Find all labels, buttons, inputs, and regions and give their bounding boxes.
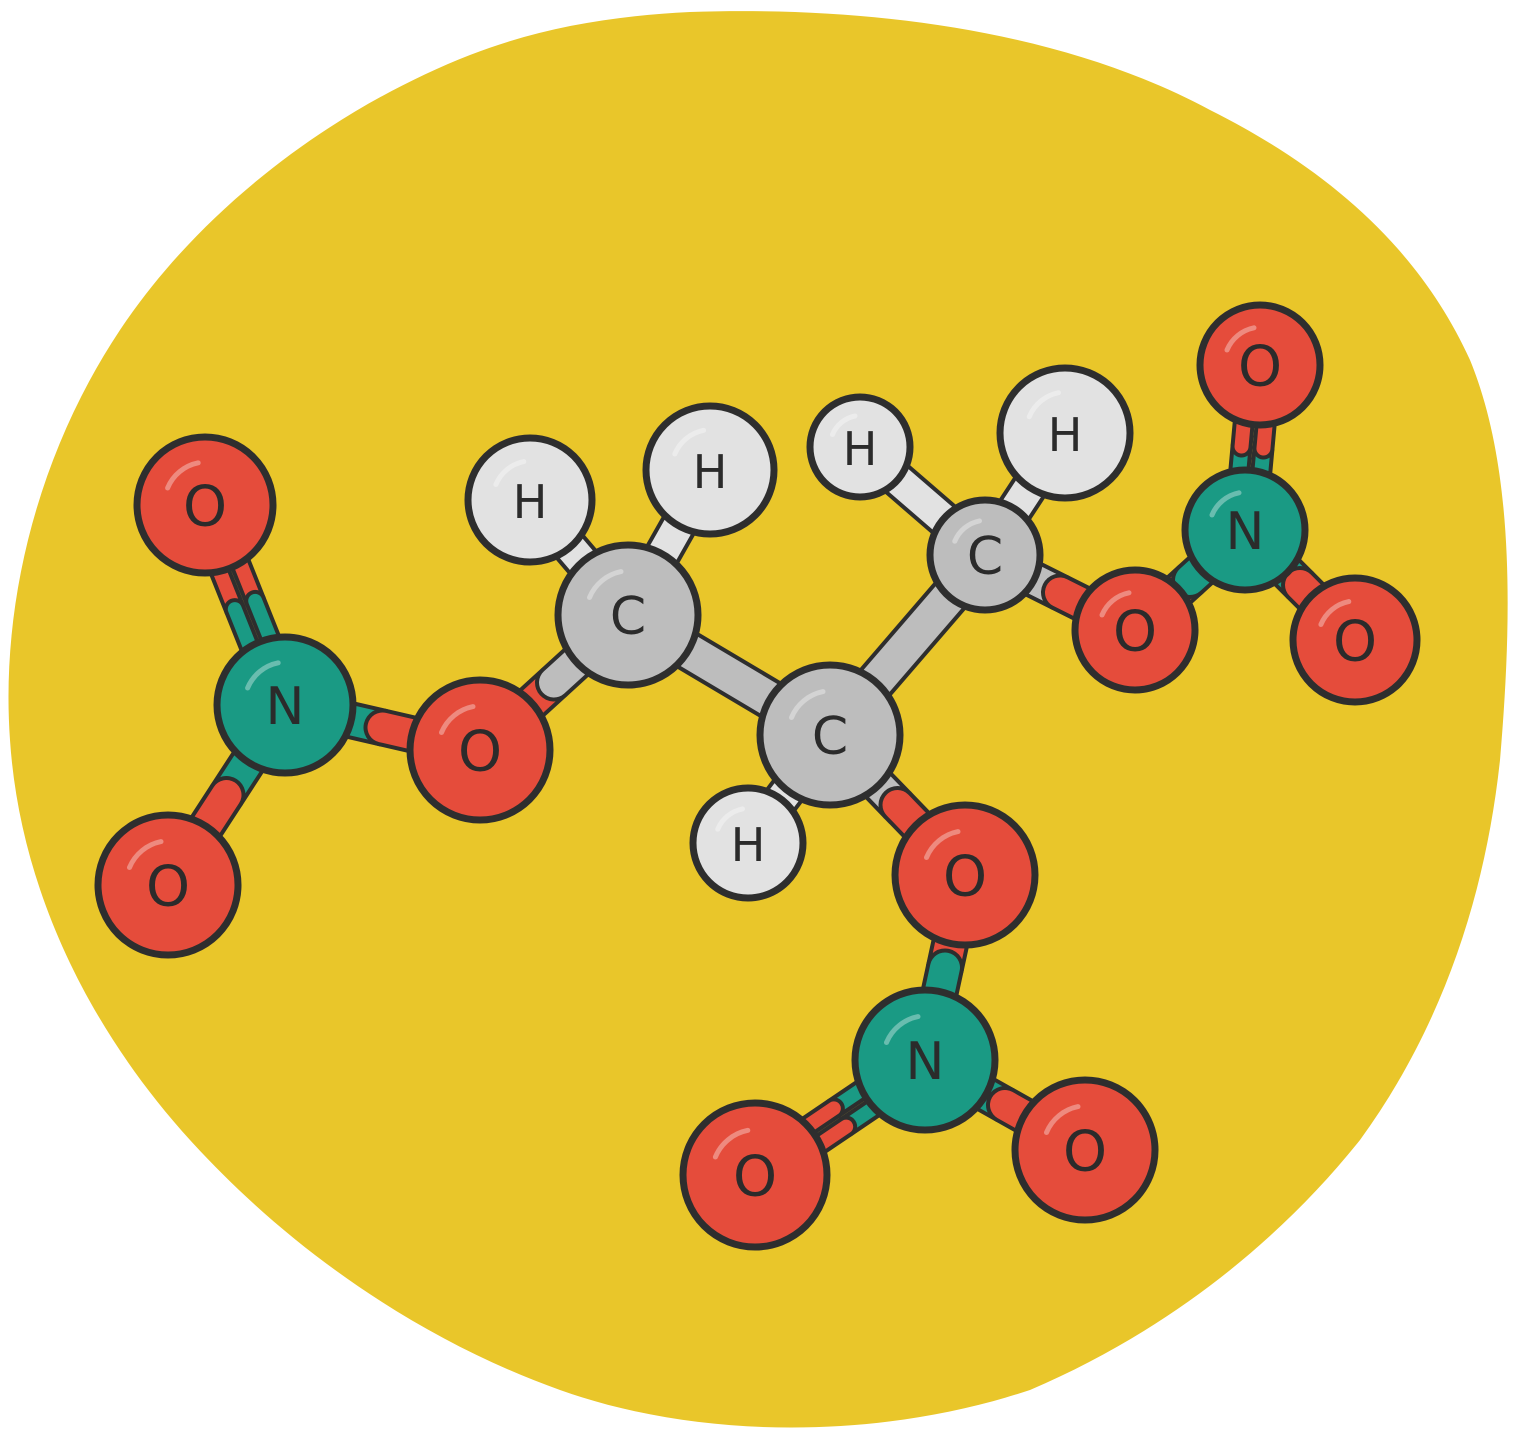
oxygen-atom-ball	[1011, 1076, 1159, 1224]
hydrogen-atom-label: H	[731, 818, 766, 872]
oxygen-atom: O	[1071, 566, 1199, 694]
oxygen-atom: O	[1196, 301, 1324, 429]
oxygen-atom-label: O	[943, 845, 987, 910]
oxygen-atom: O	[133, 433, 277, 577]
atom-highlight	[127, 839, 164, 870]
atom-highlight	[439, 704, 476, 735]
nitrogen-atom: N	[851, 986, 999, 1134]
atom-highlight	[1224, 325, 1257, 353]
nitrogen-atom-ball	[1181, 466, 1309, 594]
nitrogen-atom-ball	[851, 986, 999, 1134]
oxygen-atom: O	[891, 801, 1039, 949]
nitrogen-atom: N	[213, 633, 357, 777]
oxygen-atom-ball	[133, 433, 277, 577]
oxygen-atom: O	[94, 811, 242, 959]
atom-highlight	[1318, 599, 1352, 627]
atom-highlight	[789, 689, 826, 720]
atom-highlight	[715, 806, 745, 832]
oxygen-atom-label: O	[1238, 335, 1282, 400]
nitrogen-atom-ball	[213, 633, 357, 777]
carbon-atom: C	[756, 661, 904, 809]
atom-highlight	[952, 518, 982, 544]
oxygen-atom: O	[679, 1099, 831, 1251]
atom-highlight	[587, 569, 624, 600]
hydrogen-atom-ball	[996, 364, 1134, 502]
atom-highlight	[245, 660, 281, 691]
hydrogen-atom-ball	[689, 784, 807, 902]
hydrogen-atom: H	[996, 364, 1134, 502]
oxygen-atom-label: O	[183, 475, 227, 540]
atom-highlight	[884, 1014, 921, 1045]
carbon-atom-label: C	[610, 587, 646, 647]
carbon-atom-ball	[926, 496, 1044, 614]
oxygen-atom-label: O	[458, 720, 502, 785]
nitrogen-atom-label: N	[266, 677, 305, 737]
atom-highlight	[1044, 1104, 1081, 1135]
atom-highlight	[1099, 590, 1132, 618]
atom-highlight	[165, 460, 201, 491]
oxygen-atom-label: O	[1333, 610, 1377, 675]
oxygen-atom: O	[406, 676, 554, 824]
carbon-atom: C	[554, 541, 702, 689]
oxygen-atom-label: O	[146, 855, 190, 920]
atom-highlight	[712, 1127, 751, 1160]
oxygen-atom-ball	[94, 811, 242, 959]
hydrogen-atom-ball	[806, 393, 914, 501]
hydrogen-atom: H	[642, 402, 778, 538]
oxygen-atom-ball	[891, 801, 1039, 949]
carbon-atom-ball	[554, 541, 702, 689]
oxygen-atom-ball	[1071, 566, 1199, 694]
atom-highlight	[924, 829, 961, 860]
atom-highlight	[1209, 490, 1242, 518]
nitrogen-atom-label: N	[1226, 502, 1265, 562]
background-blob	[8, 11, 1508, 1428]
oxygen-atom-label: O	[1113, 600, 1157, 665]
oxygen-atom: O	[1289, 574, 1421, 706]
carbon-atom-label: C	[967, 527, 1003, 587]
hydrogen-atom-ball	[464, 434, 596, 566]
carbon-atom-ball	[756, 661, 904, 809]
hydrogen-atom-label: H	[513, 475, 548, 529]
oxygen-atom: O	[1011, 1076, 1159, 1224]
atom-highlight	[493, 459, 527, 487]
hydrogen-atom: H	[464, 434, 596, 566]
atom-highlight	[1026, 390, 1061, 420]
carbon-atom: C	[926, 496, 1044, 614]
oxygen-atom-ball	[406, 676, 554, 824]
nitrogen-atom-label: N	[906, 1032, 945, 1092]
atom-highlight	[830, 413, 858, 437]
oxygen-atom-ball	[1289, 574, 1421, 706]
hydrogen-atom-ball	[642, 402, 778, 538]
nitrogen-atom: N	[1181, 466, 1309, 594]
hydrogen-atom-label: H	[843, 422, 878, 476]
hydrogen-atom-label: H	[1048, 408, 1083, 462]
atom-highlight	[672, 427, 707, 457]
oxygen-atom-ball	[1196, 301, 1324, 429]
carbon-atom-label: C	[812, 707, 848, 767]
oxygen-atom-label: O	[733, 1145, 777, 1210]
hydrogen-atom-label: H	[693, 445, 728, 499]
hydrogen-atom: H	[806, 393, 914, 501]
hydrogen-atom: H	[689, 784, 807, 902]
oxygen-atom-label: O	[1063, 1120, 1107, 1185]
oxygen-atom-ball	[679, 1099, 831, 1251]
